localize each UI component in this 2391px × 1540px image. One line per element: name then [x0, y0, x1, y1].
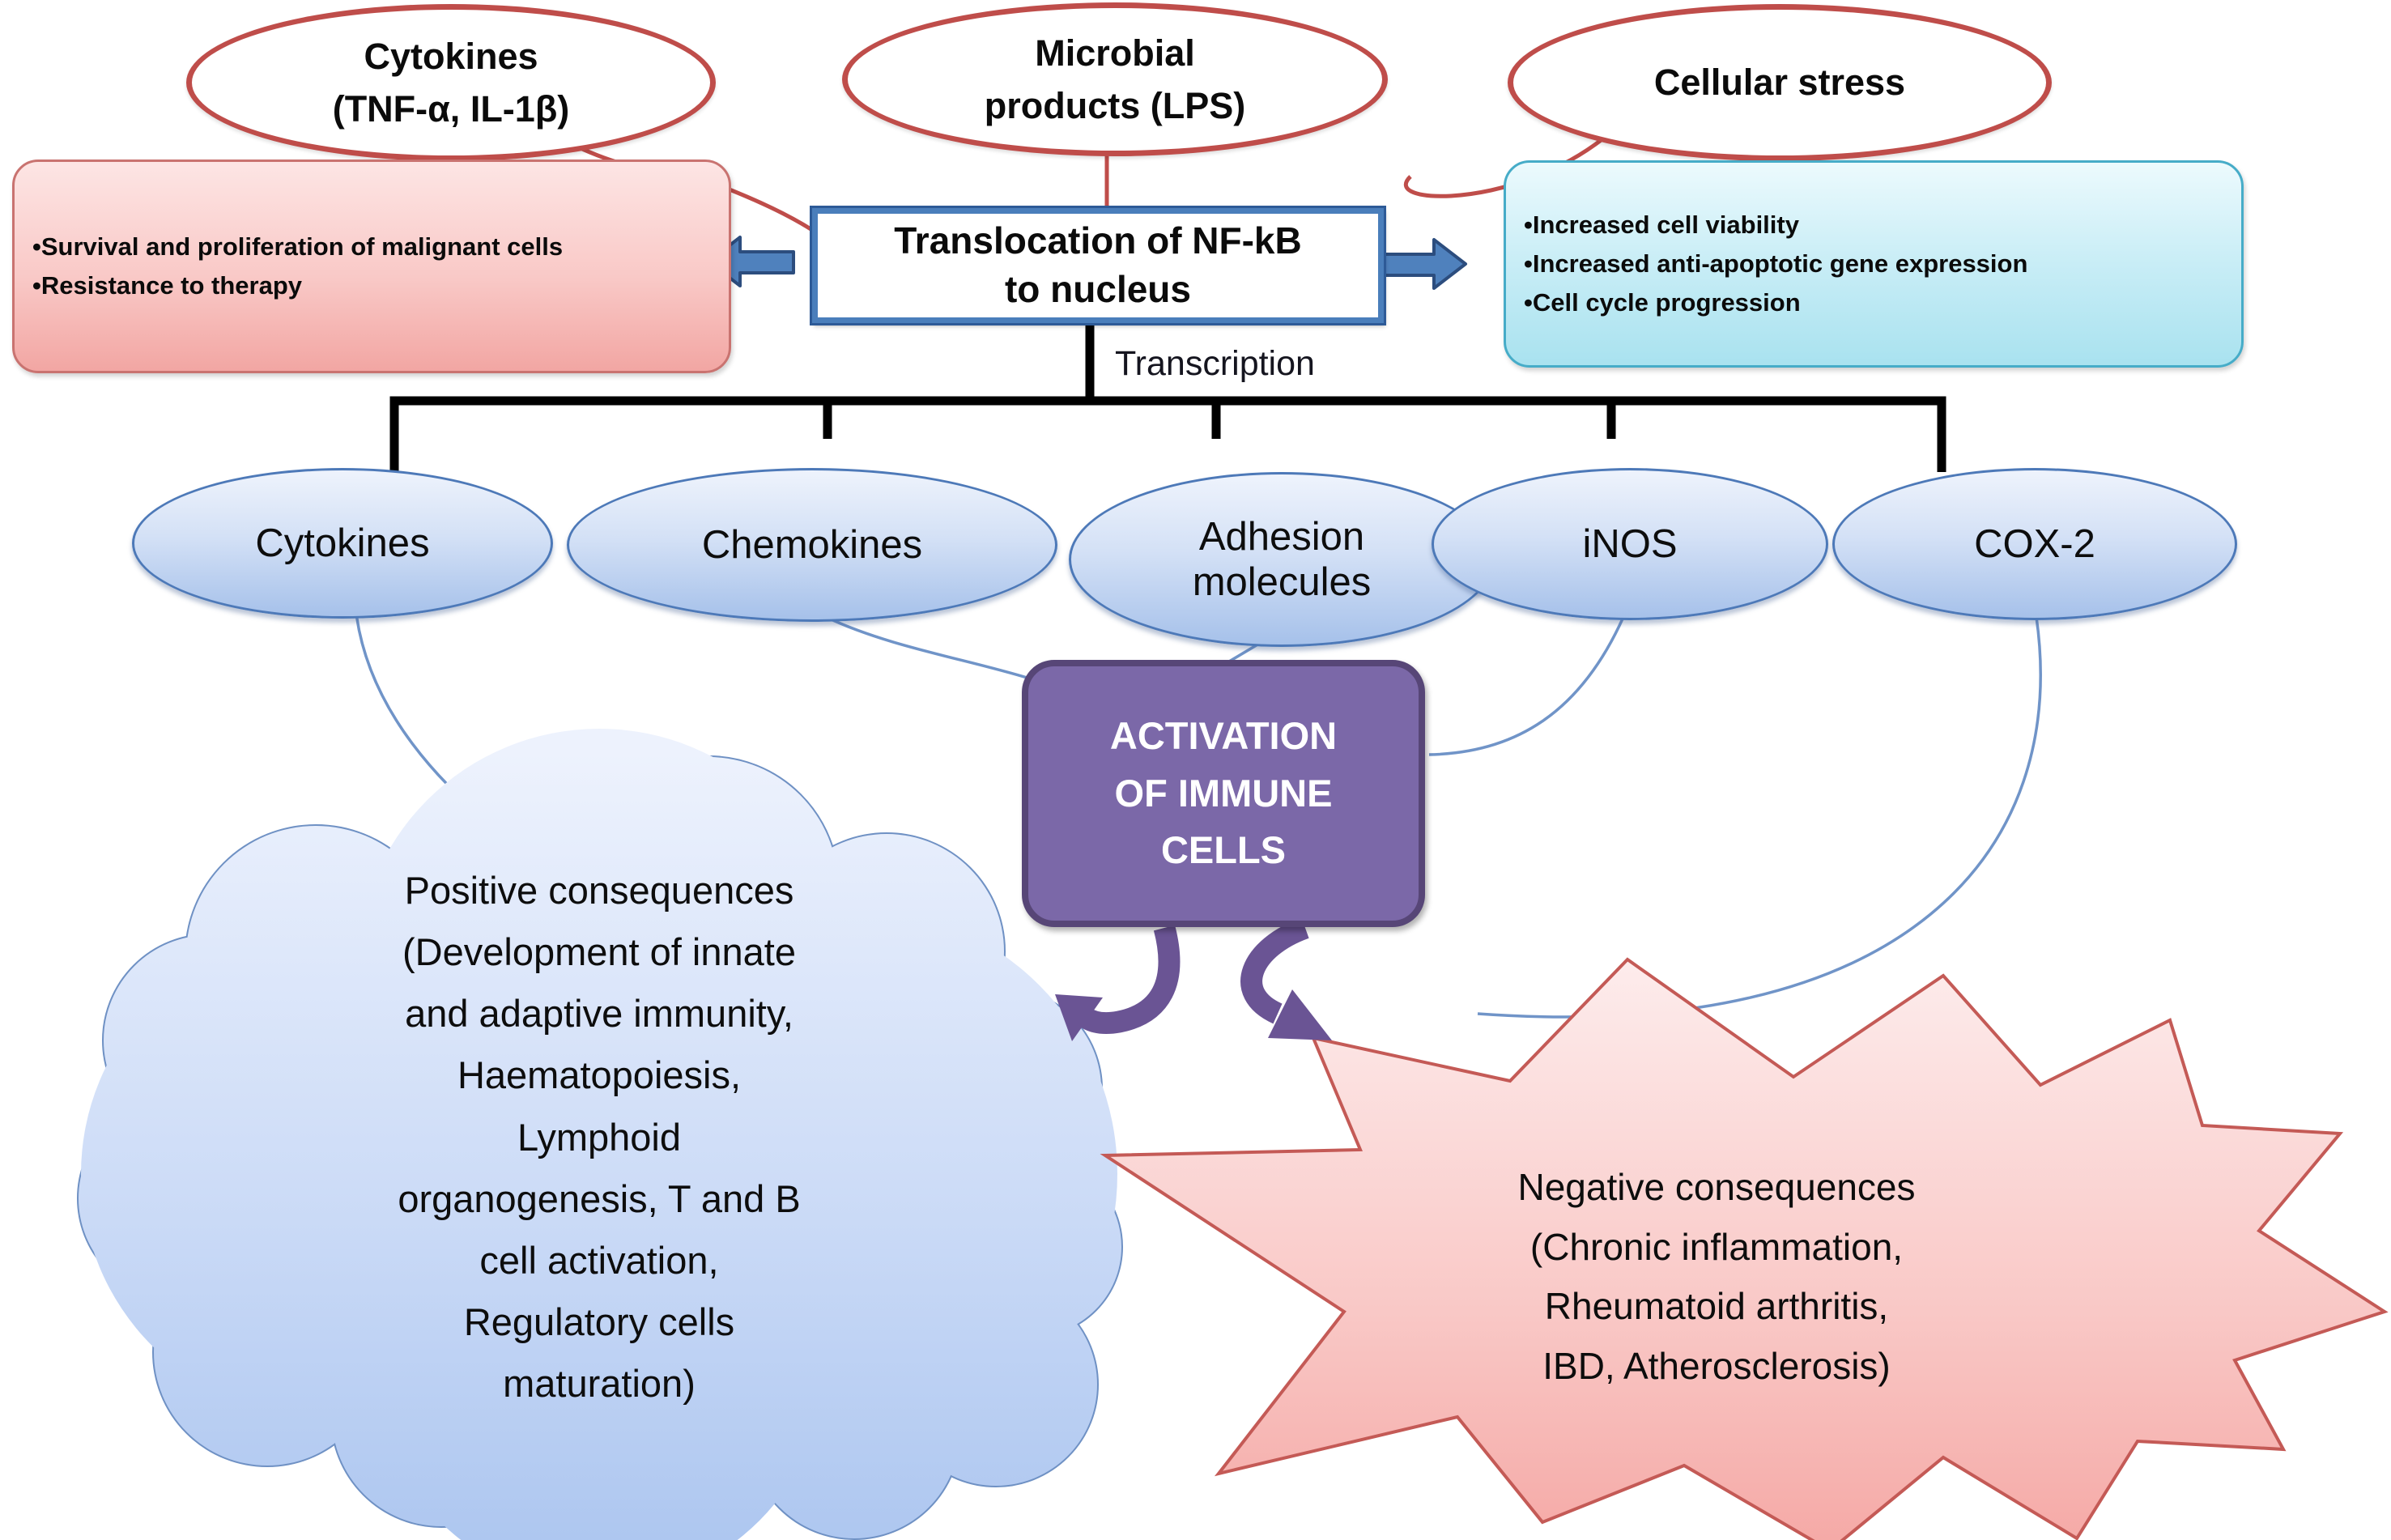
positive-cloud-shape — [77, 729, 1123, 1540]
oval-chemokines-gene-label: Chemokines — [701, 522, 923, 567]
activation-immune-cells-box: ACTIVATION OF IMMUNE CELLS — [1022, 660, 1425, 927]
arrow-right-icon — [1381, 238, 1467, 290]
cell-survival-outcomes-box: •Increased cell viability •Increased ant… — [1504, 160, 2244, 368]
oval-microbial-products-label: Microbial products (LPS) — [984, 32, 1246, 126]
bracket-frame-line — [389, 396, 1946, 472]
oval-inos-gene-label: iNOS — [1582, 521, 1678, 566]
nfkb-translocation-box: Translocation of NF-kB to nucleus — [812, 208, 1384, 323]
activation-immune-cells-text: ACTIVATION OF IMMUNE CELLS — [1109, 714, 1338, 872]
oval-cytokines-stimulus-label: Cytokines (TNF-α, IL-1β) — [332, 35, 570, 130]
curved-arrow-right-icon — [1240, 917, 1332, 1040]
curved-arrow-left-icon — [1055, 925, 1181, 1041]
cox2-curve — [1477, 616, 2042, 1019]
oval-microbial-products: Microbial products (LPS) — [842, 2, 1388, 156]
oval-cytokines-gene-label: Cytokines — [255, 521, 430, 565]
chemokines-curve — [825, 615, 1036, 682]
malignancy-outcomes-text: •Survival and proliferation of malignant… — [32, 232, 564, 300]
inos-curve — [1428, 616, 1625, 756]
transcription-label: Transcription — [1115, 344, 1315, 383]
malignancy-outcomes-box: •Survival and proliferation of malignant… — [12, 160, 731, 373]
oval-inos-gene: iNOS — [1432, 468, 1828, 620]
oval-cox2-gene-label: COX-2 — [1974, 521, 2095, 566]
negative-burst-shape — [1100, 957, 2389, 1540]
activation-output-arrows — [1055, 917, 1332, 1041]
nfkb-translocation-text: Translocation of NF-kB to nucleus — [894, 219, 1302, 310]
transcription-bracket — [389, 310, 1946, 472]
oval-cellular-stress: Cellular stress — [1508, 4, 2052, 161]
cell-survival-outcomes-text: •Increased cell viability •Increased ant… — [1524, 210, 2028, 317]
oval-cox2-gene: COX-2 — [1832, 468, 2237, 620]
oval-cytokines-gene: Cytokines — [132, 468, 553, 619]
negative-consequences-text: Negative consequences (Chronic inflammat… — [1517, 1166, 1916, 1387]
oval-chemokines-gene: Chemokines — [567, 468, 1057, 622]
oval-adhesion-molecules-gene: Adhesion molecules — [1069, 472, 1495, 647]
oval-adhesion-molecules-gene-label: Adhesion molecules — [1192, 514, 1372, 604]
oval-cellular-stress-label: Cellular stress — [1653, 62, 1906, 104]
positive-consequences-text: Positive consequences (Development of in… — [398, 869, 801, 1405]
cellular-stress-connector-line — [1403, 130, 1613, 198]
oval-cytokines-stimulus: Cytokines (TNF-α, IL-1β) — [186, 4, 716, 161]
